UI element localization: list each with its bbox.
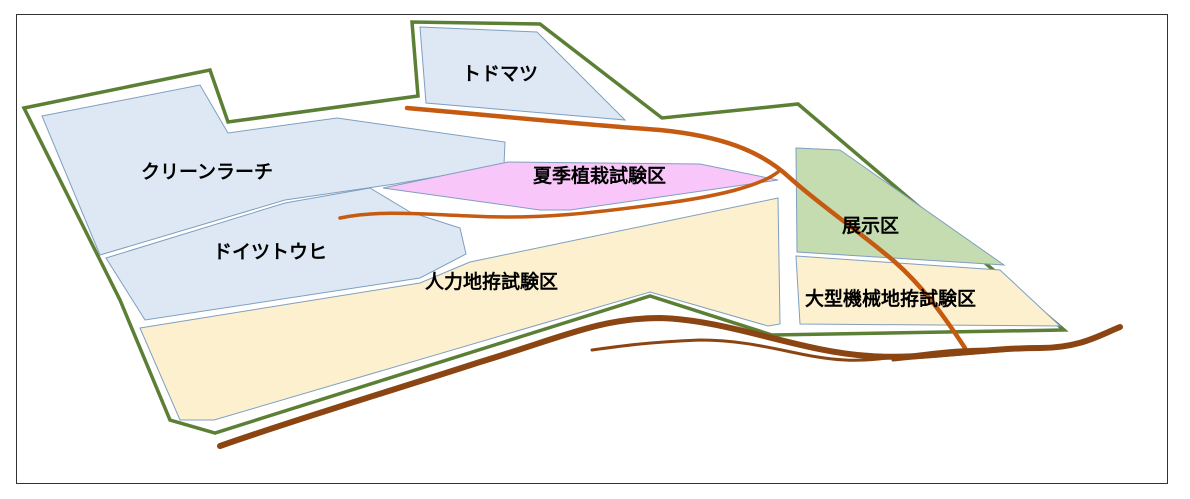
label-manpower-stump: 人力地拵試験区 [425, 270, 558, 293]
label-display: 展示区 [842, 215, 899, 237]
zone-summer-planting[interactable] [382, 161, 779, 211]
zone-manpower-stump[interactable] [139, 197, 781, 421]
zone-display[interactable] [795, 147, 1006, 266]
label-german-spruce: ドイツトウヒ [213, 241, 327, 263]
road-brown-thin-end [891, 348, 1012, 362]
road-brown-thin [590, 338, 1052, 362]
label-summer-planting: 夏季植栽試験区 [533, 164, 666, 187]
site-boundary [21, 20, 1069, 435]
road-orange-branch [338, 170, 780, 220]
zone-clean-larch[interactable] [41, 84, 506, 256]
zone-german-spruce[interactable] [105, 187, 467, 321]
zone-todomatsu[interactable] [419, 26, 627, 121]
road-orange-main [404, 105, 968, 351]
label-machinery-stump: 大型機械地拵試験区 [805, 287, 976, 310]
label-clean-larch: クリーンラーチ [141, 161, 273, 183]
label-todomatsu: トドマツ [462, 63, 538, 85]
zone-machinery-stump[interactable] [795, 255, 1062, 327]
